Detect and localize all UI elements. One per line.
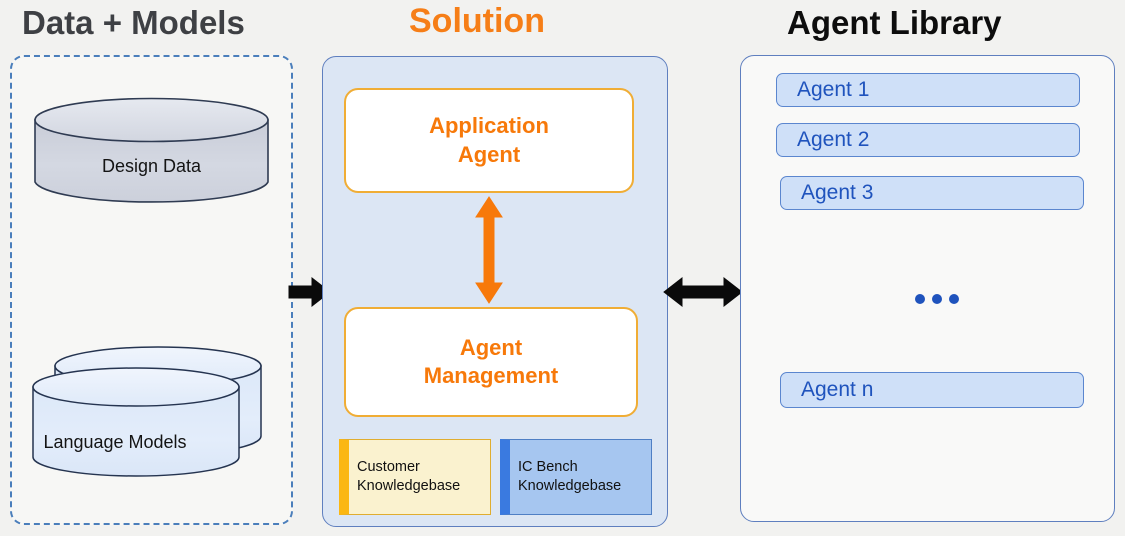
agent-2-label: Agent 2	[797, 128, 870, 151]
arrow-data-to-solution	[288, 275, 332, 309]
application-agent-line1: Application	[429, 113, 549, 139]
design-data-cylinder: Design Data	[33, 96, 270, 206]
application-agent-label: Application Agent	[429, 112, 549, 168]
agent-list-item-1[interactable]: Agent 1	[776, 73, 1080, 107]
page-title-agent-library: Agent Library	[787, 4, 1002, 41]
arrow-solution-to-library	[662, 275, 744, 309]
application-agent-card[interactable]: Application Agent	[344, 88, 634, 193]
agent-management-line2: Management	[423, 363, 559, 388]
customer-knowledgebase-label: Customer Knowledgebase	[357, 458, 460, 496]
double-arrow-horizontal-icon	[663, 276, 743, 308]
agent-list-ellipsis	[915, 292, 965, 306]
database-cylinder-stacked-icon	[32, 346, 262, 477]
application-agent-line2: Agent	[457, 141, 521, 167]
customer-knowledgebase-box[interactable]: Customer Knowledgebase	[339, 439, 491, 515]
agent-management-line1: Agent	[459, 334, 523, 360]
language-models-cylinder: Language Models	[30, 344, 280, 490]
database-cylinder-icon	[34, 97, 269, 203]
agent-3-label: Agent 3	[801, 181, 874, 204]
agent-list-item-n[interactable]: Agent n	[780, 372, 1084, 408]
page-title-solution: Solution	[409, 2, 545, 40]
ic-bench-knowledgebase-box[interactable]: IC Bench Knowledgebase	[500, 439, 652, 515]
ellipsis-dot-2	[932, 294, 942, 304]
ic-bench-knowledgebase-label: IC Bench Knowledgebase	[518, 458, 621, 496]
agent-management-card[interactable]: Agent Management	[344, 307, 638, 417]
agent-list-item-2[interactable]: Agent 2	[776, 123, 1080, 157]
ic-bench-kb-line2: Knowledgebase	[518, 478, 622, 494]
customer-kb-line1: Customer	[357, 458, 420, 475]
customer-kb-line2: Knowledgebase	[357, 478, 461, 494]
ellipsis-dot-1	[915, 294, 925, 304]
double-arrow-vertical-icon	[475, 196, 503, 304]
agent-list-item-3[interactable]: Agent 3	[780, 176, 1084, 210]
agent-1-label: Agent 1	[797, 78, 870, 101]
arrow-right-icon	[288, 276, 331, 308]
agent-n-label: Agent n	[801, 378, 874, 401]
ellipsis-dot-3	[949, 294, 959, 304]
arrow-app-agent-to-management	[473, 195, 505, 305]
ic-bench-kb-line1: IC Bench	[518, 458, 578, 475]
page-title-data-models: Data + Models	[22, 4, 245, 41]
agent-management-label: Agent Management	[424, 334, 558, 390]
